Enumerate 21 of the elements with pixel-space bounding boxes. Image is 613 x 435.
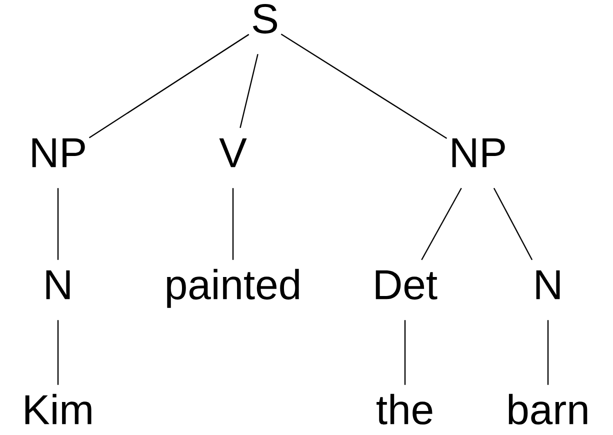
tree-branch	[421, 188, 462, 260]
tree-label: N	[536, 270, 560, 300]
tree-branch	[547, 320, 549, 385]
tree-label: Kim	[25, 394, 92, 424]
tree-label: V	[219, 138, 247, 168]
tree-branch	[57, 188, 59, 260]
tree-label: painted	[167, 268, 299, 308]
tree-label: the	[376, 394, 432, 425]
tree-branch	[88, 34, 250, 138]
tree-branch	[493, 188, 533, 260]
tree-label: N	[46, 270, 70, 300]
tree-branch	[232, 188, 234, 260]
tree-label: S	[252, 4, 278, 34]
tree-label: Det	[376, 270, 438, 300]
tree-branch	[404, 320, 406, 385]
tree-label: NP	[452, 138, 505, 168]
tree-branch	[280, 34, 448, 139]
tree-branch	[57, 320, 59, 385]
tree-label: NP	[32, 138, 85, 168]
tree-branch	[240, 54, 258, 128]
tree-label: barn	[508, 394, 588, 425]
